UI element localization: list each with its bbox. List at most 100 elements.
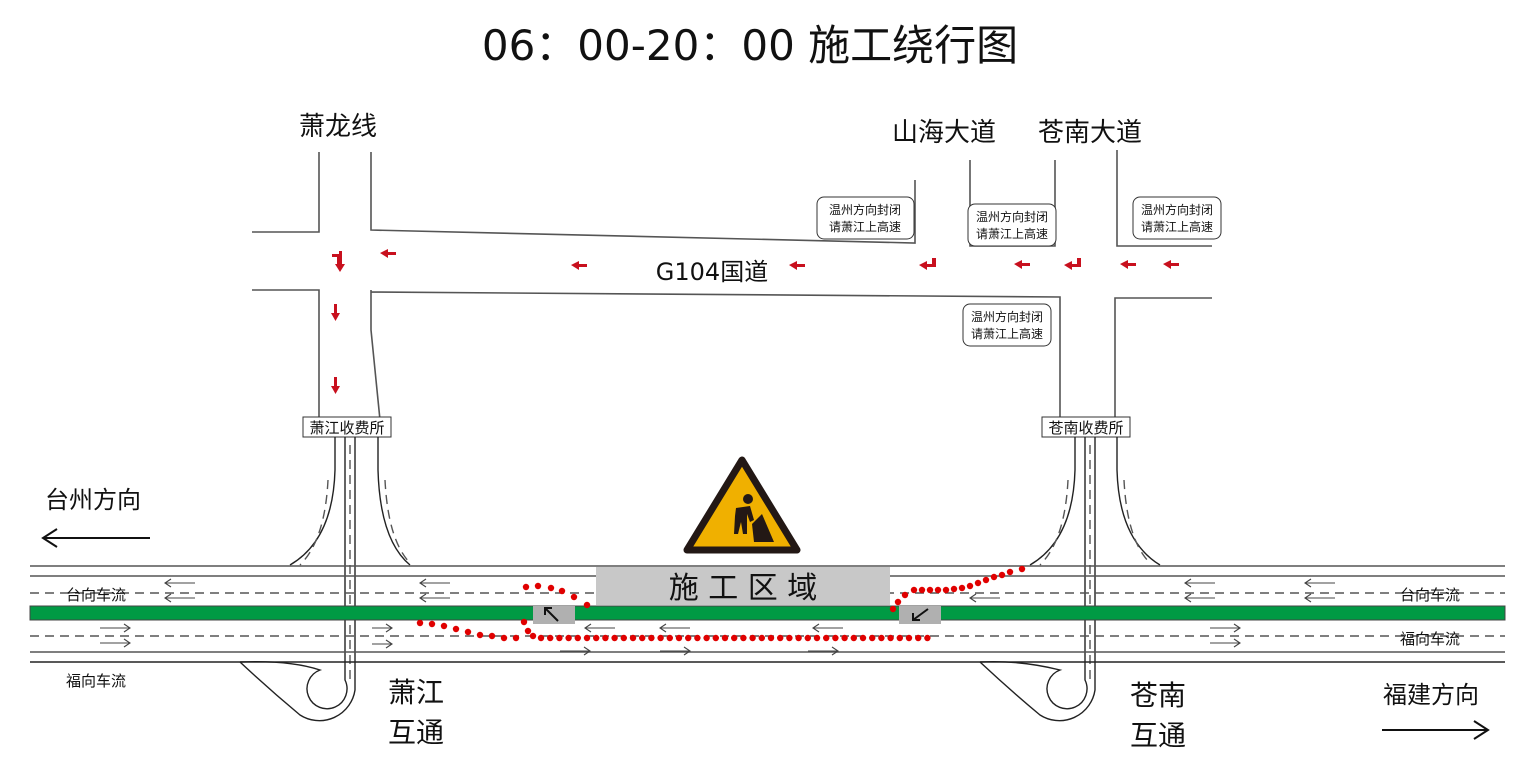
detour-dot [934, 586, 942, 594]
detour-dot [648, 634, 655, 642]
arrow-down-left-icon [912, 608, 929, 621]
detour-dot [926, 586, 934, 594]
closure-sign: 温州方向封闭 请萧江上高速 [816, 196, 915, 240]
arrow-left-icon [380, 249, 396, 258]
detour-dot [440, 622, 448, 630]
detour-dot [694, 634, 701, 642]
detour-dot [901, 591, 909, 599]
arrow-up-left-icon [544, 607, 559, 622]
detour-dot [428, 620, 436, 628]
detour-dot [767, 634, 775, 642]
arrow-left-icon [41, 528, 150, 548]
toll-station-xiaojiang: 萧江收费所 [302, 416, 392, 438]
svg-text:温州方向封闭: 温州方向封闭 [971, 309, 1043, 324]
detour-dot [950, 585, 958, 593]
road-label-shanhai: 山海大道 [892, 118, 996, 148]
closure-sign: 温州方向封闭 请萧江上高速 [1132, 196, 1222, 240]
detour-dot [464, 628, 472, 636]
arrow-left-icon [1163, 260, 1179, 269]
detour-dot [740, 634, 747, 642]
detour-dot [547, 634, 554, 642]
interchange-label-cangnan: 苍南 [1130, 679, 1186, 712]
detour-dot [966, 582, 974, 590]
detour-dot [869, 634, 876, 642]
detour-dot [675, 634, 683, 642]
closure-sign: 温州方向封闭 请萧江上高速 [962, 303, 1052, 347]
interchange-label-cangnan-2: 互通 [1130, 719, 1186, 752]
arrow-down-icon [331, 377, 340, 394]
detour-dot [712, 634, 719, 642]
detour-dot [1006, 568, 1014, 576]
detour-dot [452, 625, 460, 633]
detour-dot [749, 634, 756, 642]
detour-dot [832, 634, 839, 642]
flow-label-tai-right: 台向车流 [1400, 586, 1460, 604]
detour-dot [889, 605, 897, 613]
detour-dot [524, 627, 532, 635]
detour-dot [639, 634, 646, 642]
road-label-g104: G104国道 [656, 258, 768, 286]
detour-dot [488, 632, 496, 640]
detour-dot [887, 634, 894, 642]
svg-text:温州方向封闭: 温州方向封闭 [1141, 202, 1213, 217]
interchange-label-xiaojiang: 萧江 [388, 676, 444, 709]
detour-dot [570, 593, 578, 601]
median-opening-right [899, 606, 941, 624]
svg-text:请萧江上高速: 请萧江上高速 [1141, 219, 1213, 234]
turn-arrow-icon [919, 258, 936, 270]
detour-dot [537, 634, 545, 642]
turn-down-arrow-icon [332, 251, 345, 272]
detour-dot [918, 586, 926, 594]
svg-text:请萧江上高速: 请萧江上高速 [976, 226, 1048, 241]
detour-dot [611, 634, 618, 642]
detour-dot [804, 634, 811, 642]
detour-dot [602, 634, 609, 642]
detour-dot [859, 634, 867, 642]
detour-dot [583, 634, 591, 642]
detour-dot [896, 634, 903, 642]
arrow-left-icon [1120, 260, 1136, 269]
detour-dot [731, 634, 738, 642]
detour-dot [685, 634, 692, 642]
road-work-warning-icon [683, 456, 801, 554]
svg-text:苍南收费所: 苍南收费所 [1048, 419, 1123, 437]
arrow-down-icon [331, 304, 340, 321]
detour-dot [982, 576, 990, 584]
closure-sign: 温州方向封闭 请萧江上高速 [967, 203, 1057, 247]
detour-dot [476, 631, 484, 639]
road-label-xiaolong: 萧龙线 [299, 112, 377, 142]
cangnan-interchange [979, 437, 1161, 722]
flow-label-fu-left: 福向车流 [66, 672, 126, 690]
detour-dot [583, 601, 591, 609]
median-opening-left [533, 606, 575, 624]
detour-dot [657, 634, 664, 642]
lane-arrows [100, 578, 1335, 656]
arrow-left-icon [571, 261, 587, 270]
arrow-left-icon [1014, 260, 1030, 269]
detour-dot [620, 634, 627, 642]
svg-text:温州方向封闭: 温州方向封闭 [829, 202, 901, 217]
detour-dot [823, 634, 830, 642]
flow-label-tai-left: 台向车流 [66, 586, 126, 604]
direction-taizhou: 台州方向 [45, 486, 141, 514]
detour-dot [547, 584, 555, 592]
detour-dot [795, 634, 802, 642]
detour-dot [850, 634, 857, 642]
detour-dot [558, 587, 566, 595]
direction-fujian: 福建方向 [1383, 681, 1479, 709]
detour-dot [416, 619, 424, 627]
detour-dot [958, 584, 966, 592]
svg-text:温州方向封闭: 温州方向封闭 [976, 209, 1048, 224]
construction-zone: 施 工 区 域 [596, 567, 890, 606]
detour-dot [574, 634, 581, 642]
diagram-title: 06：00-20：00 施工绕行图 [482, 21, 1018, 70]
detour-dot [534, 582, 542, 590]
detour-dot [841, 634, 848, 642]
detour-dot [878, 634, 885, 642]
svg-text:萧江收费所: 萧江收费所 [309, 419, 384, 437]
detour-dot [556, 634, 563, 642]
detour-dot [565, 634, 572, 642]
detour-dot [910, 586, 918, 594]
turn-arrow-icon [1064, 258, 1081, 270]
